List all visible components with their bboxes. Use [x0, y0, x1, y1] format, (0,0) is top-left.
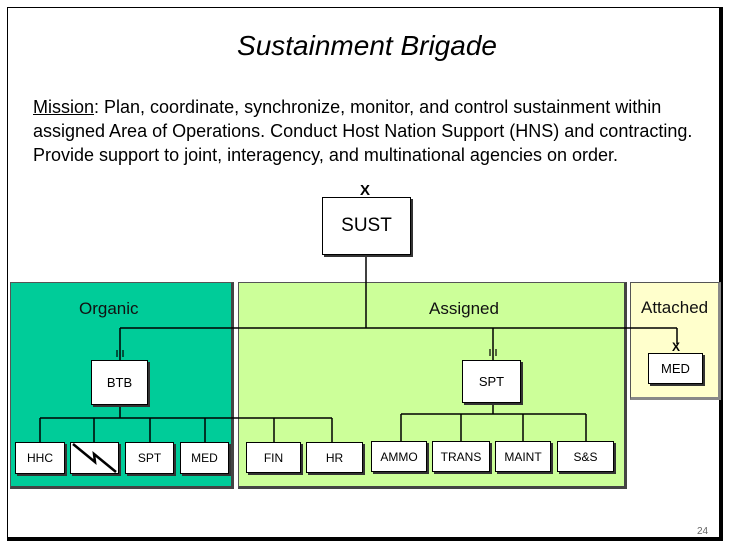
unit-signal-box[interactable] [70, 442, 119, 474]
unit-hr-label: HR [325, 450, 344, 465]
btb-box[interactable]: BTB [91, 360, 148, 405]
spt-hq-box[interactable]: SPT [462, 360, 521, 403]
unit-hr-box[interactable]: HR [306, 442, 363, 473]
unit-ss-box[interactable]: S&S [557, 441, 614, 472]
mission-statement: Mission: Plan, coordinate, synchronize, … [33, 95, 693, 167]
sust-hq-box[interactable]: SUST [322, 197, 411, 255]
slide-title: Sustainment Brigade [237, 30, 497, 61]
unit-maint-label: MAINT [504, 449, 542, 464]
mission-text: : Plan, coordinate, synchronize, monitor… [33, 97, 693, 165]
unit-ss-label: S&S [573, 449, 598, 464]
unit-fin-label: FIN [263, 450, 284, 465]
unit-hhc-label: HHC [27, 451, 53, 465]
unit-med-label: MED [191, 451, 218, 465]
unit-hhc-box[interactable]: HHC [15, 442, 65, 474]
unit-med-box[interactable]: MED [180, 442, 229, 474]
unit-trans-box[interactable]: TRANS [432, 441, 490, 472]
attached-med-box[interactable]: MED [648, 353, 703, 384]
mission-label: Mission [33, 97, 95, 117]
btb-label: BTB [106, 375, 133, 390]
unit-maint-box[interactable]: MAINT [495, 441, 551, 472]
spt-hq-label: SPT [478, 374, 505, 389]
sust-hq-label: SUST [341, 215, 392, 236]
attached-med-label: MED [661, 361, 690, 376]
signal-lightning-icon [72, 443, 117, 473]
organic-label: Organic [79, 299, 139, 318]
unit-trans-label: TRANS [440, 449, 482, 464]
page-number: 24 [697, 526, 709, 537]
assigned-label: Assigned [429, 299, 499, 318]
med-echelon-marker: X [672, 340, 681, 354]
attached-label: Attached [641, 298, 709, 317]
unit-spt-label: SPT [137, 451, 162, 465]
unit-spt-box[interactable]: SPT [125, 442, 174, 474]
unit-fin-box[interactable]: FIN [246, 442, 301, 473]
sust-echelon-marker: X [360, 182, 371, 199]
unit-ammo-label: AMMO [380, 449, 418, 464]
unit-ammo-box[interactable]: AMMO [371, 441, 427, 472]
